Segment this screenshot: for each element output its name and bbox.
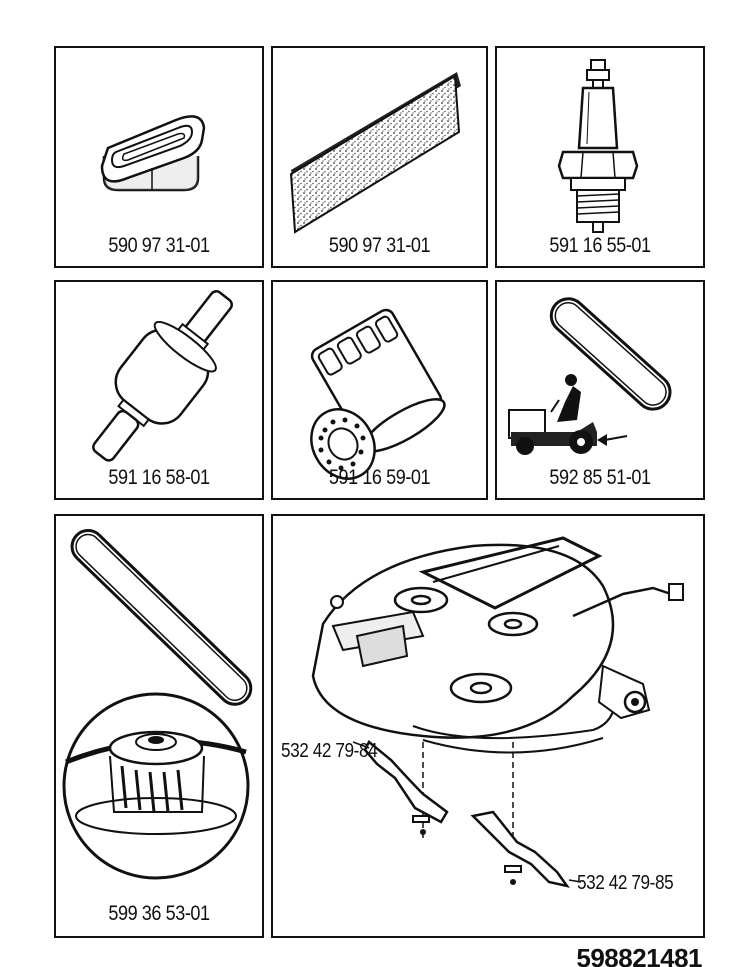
panel-spark-plug: 591 16 55-01 — [495, 46, 705, 268]
spark-plug-icon — [557, 59, 639, 233]
panel-fuel-filter: 591 16 58-01 — [54, 280, 264, 500]
part-number-label: 591 16 55-01 — [549, 234, 651, 257]
document-id: 598821481 — [576, 943, 702, 967]
pre-filter-icon — [289, 72, 461, 234]
part-number-label: 590 97 31-01 — [108, 234, 210, 257]
drive-belt-icon — [508, 297, 672, 455]
part-number-label: 599 36 53-01 — [108, 902, 210, 925]
panel-pre-filter: 590 97 31-01 — [271, 46, 488, 268]
air-filter-icon — [100, 115, 206, 192]
callout-blade-left: 532 42 79-84 — [281, 740, 378, 762]
part-number-label: 591 16 58-01 — [108, 466, 210, 489]
mower-deck-icon — [311, 536, 684, 888]
panel-mower-deck: 532 42 79-84 532 42 79-85 — [271, 514, 705, 938]
part-number-label: 591 16 59-01 — [328, 466, 431, 489]
panel-oil-filter: 591 16 59-01 — [271, 280, 488, 500]
mower-deck-belt-icon — [62, 529, 253, 880]
part-number-label: 592 85 51-01 — [549, 466, 651, 489]
panel-mower-deck-belt: 599 36 53-01 — [54, 514, 264, 938]
panel-air-filter: 590 97 31-01 — [54, 46, 264, 268]
panel-drive-belt: 592 85 51-01 — [495, 280, 705, 500]
part-number-label: 590 97 31-01 — [328, 234, 431, 257]
oil-filter-icon — [310, 308, 446, 480]
fuel-filter-icon — [92, 290, 233, 462]
callout-blade-right: 532 42 79-85 — [577, 872, 674, 894]
